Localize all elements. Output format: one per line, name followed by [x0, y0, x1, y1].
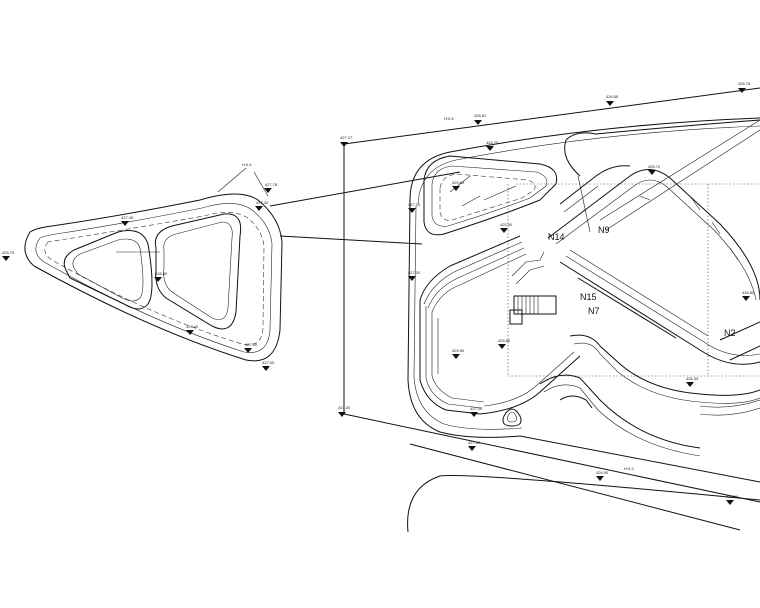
svg-text:425.80: 425.80 — [498, 338, 511, 343]
site-boundary — [343, 87, 760, 533]
svg-text:426.30: 426.30 — [686, 376, 699, 381]
svg-text:427.20: 427.20 — [338, 405, 351, 410]
svg-text:426.50: 426.50 — [596, 470, 609, 475]
svg-text:427.40: 427.40 — [245, 342, 258, 347]
label-n7: N7 — [588, 306, 600, 316]
svg-text:427.40: 427.40 — [256, 200, 269, 205]
svg-text:427.40: 427.40 — [186, 324, 199, 329]
label-n9: N9 — [598, 225, 610, 235]
svg-text:426.80: 426.80 — [155, 271, 168, 276]
svg-text:426.75: 426.75 — [486, 140, 499, 145]
svg-text:425.60: 425.60 — [452, 180, 465, 185]
svg-text:426.55: 426.55 — [606, 94, 619, 99]
main-plaza — [407, 117, 760, 483]
connector-lines — [269, 171, 461, 245]
left-triangle-island: 425.75 427.40 427.78 427.40 426.80 427.4… — [2, 162, 283, 371]
node-labels: N9 N14 N15 N7 N2 — [548, 225, 736, 338]
svg-text:427.78: 427.78 — [265, 182, 278, 187]
svg-text:427.10: 427.10 — [408, 202, 421, 207]
svg-text:425.75: 425.75 — [2, 250, 15, 255]
svg-text:H:0.4: H:0.4 — [242, 162, 252, 167]
svg-text:H:0.5: H:0.5 — [444, 116, 454, 121]
svg-text:427.00: 427.00 — [262, 360, 275, 365]
svg-text:426.80: 426.80 — [742, 290, 755, 295]
svg-text:427.40: 427.40 — [121, 215, 134, 220]
svg-text:425.90: 425.90 — [452, 348, 465, 353]
svg-text:427.00: 427.00 — [470, 406, 483, 411]
label-n14: N14 — [548, 232, 565, 242]
svg-text:426.72: 426.72 — [648, 164, 661, 169]
svg-text:426.51: 426.51 — [726, 494, 739, 499]
svg-text:426.78: 426.78 — [738, 81, 751, 86]
svg-text:427.27: 427.27 — [340, 135, 353, 140]
svg-text:426.81: 426.81 — [474, 113, 487, 118]
label-n2: N2 — [724, 328, 736, 338]
svg-text:H:0.3: H:0.3 — [624, 466, 634, 471]
svg-text:425.50: 425.50 — [500, 222, 513, 227]
elevation-markers: 427.27 427.20 426.81 426.55 426.78 427.1… — [338, 81, 755, 505]
label-n15: N15 — [580, 292, 597, 302]
svg-text:427.20: 427.20 — [408, 270, 421, 275]
svg-text:427.60: 427.60 — [468, 440, 481, 445]
